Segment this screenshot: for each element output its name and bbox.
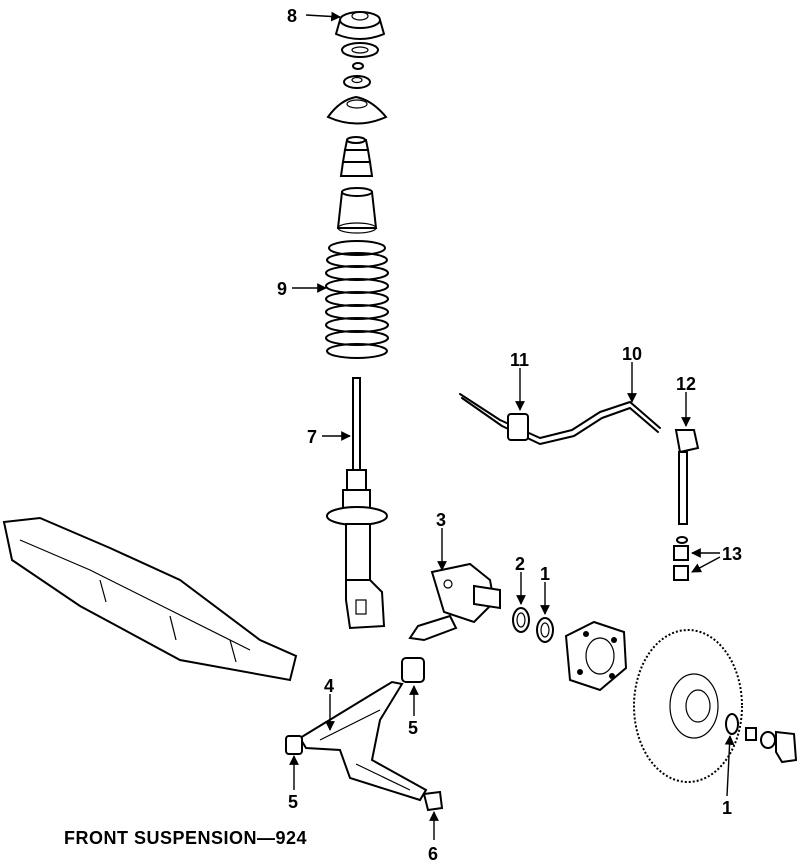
strut-nut-part xyxy=(352,62,364,70)
control-arm-part xyxy=(298,680,428,802)
dust-cap-part xyxy=(760,730,798,764)
callout-11: 11 xyxy=(510,350,529,370)
seal-part xyxy=(512,607,530,633)
outer-bearing-part xyxy=(725,713,739,735)
ball-joint-part xyxy=(422,790,444,812)
callout-6: 6 xyxy=(428,844,438,864)
spring-seat-upper-part xyxy=(343,75,371,89)
callout-1-bearing: 1 xyxy=(540,564,550,584)
bump-stop-part xyxy=(339,136,374,177)
callout-7: 7 xyxy=(307,427,317,447)
leader-8 xyxy=(305,11,341,22)
coil-spring-part xyxy=(325,240,389,359)
callout-8: 8 xyxy=(287,6,297,26)
strut-mount-part xyxy=(335,11,385,40)
stabilizer-link-part xyxy=(673,429,700,581)
leader-13b xyxy=(691,556,721,573)
callout-9: 9 xyxy=(277,279,287,299)
callout-10: 10 xyxy=(622,344,642,364)
strut-assembly-part xyxy=(326,377,388,630)
callout-13: 13 xyxy=(722,544,742,564)
wheel-hub-part xyxy=(564,620,628,692)
callouts: 8 9 7 3 2 1 11 10 12 13 4 5 5 6 1 xyxy=(277,6,742,864)
callout-1-outer-bearing: 1 xyxy=(722,798,732,818)
steering-knuckle-part xyxy=(408,562,501,642)
callout-5-front-bushing: 5 xyxy=(288,792,298,812)
strut-bearing-part xyxy=(341,42,379,58)
callout-2: 2 xyxy=(515,554,525,574)
control-arm-bushing-rear-part xyxy=(401,657,425,683)
diagram-caption: FRONT SUSPENSION—924 xyxy=(64,828,307,848)
spring-plate-part xyxy=(326,95,388,125)
control-arm-bushing-front-part xyxy=(285,735,303,755)
crossmember-part xyxy=(2,516,298,682)
washer-part xyxy=(745,727,757,741)
leader-1b xyxy=(724,735,735,797)
brake-rotor-part xyxy=(633,629,743,783)
callout-5-rear-bushing: 5 xyxy=(408,718,418,738)
callout-4: 4 xyxy=(324,676,334,696)
callout-3: 3 xyxy=(436,510,446,530)
dust-boot-part xyxy=(336,187,378,234)
stabilizer-bar-part xyxy=(459,393,661,445)
leader-lines xyxy=(289,11,735,840)
callout-12: 12 xyxy=(676,374,696,394)
inner-bearing-part xyxy=(536,617,554,643)
